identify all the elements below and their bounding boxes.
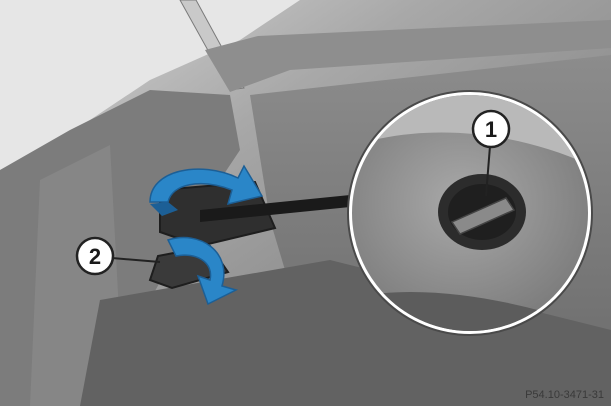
figure-reference-code: P54.10-3471-31 xyxy=(525,389,604,401)
callout-1-number: 1 xyxy=(485,117,497,142)
callout-2-number: 2 xyxy=(89,244,101,269)
callout-1: 1 xyxy=(473,111,509,147)
